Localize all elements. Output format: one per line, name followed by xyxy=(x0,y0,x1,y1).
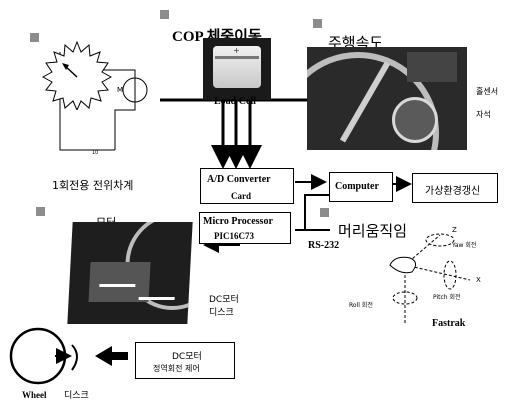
motor-control-line1: DC모터 xyxy=(172,349,202,362)
hall-sensor-label: 홀센서 xyxy=(476,86,498,97)
adc-box: A/D Converter Card xyxy=(200,168,294,204)
motor-control-box: DC모터 정역회전 제어 xyxy=(135,342,235,379)
yaw-label: Yaw 회전 xyxy=(452,240,476,249)
meter-mark: M xyxy=(117,86,123,94)
brand-mark: + xyxy=(233,46,240,55)
fastrak-label: Fastrak xyxy=(432,318,465,329)
potentiometer-label: 1회전용 전위차계 xyxy=(52,177,133,193)
rs232-label: RS-232 xyxy=(308,240,339,251)
head-title: 머리움직임 xyxy=(338,220,407,241)
wheel-disk-label: 디스크 xyxy=(64,388,89,401)
roll-label: Roll 회전 xyxy=(349,300,373,309)
wheel-drive-arrow xyxy=(95,346,128,366)
section-marker xyxy=(320,208,329,217)
section-marker xyxy=(30,33,39,42)
speed-photo xyxy=(307,47,467,150)
load-cell-photo: + xyxy=(203,38,271,100)
motor-control-line2: 정역회전 제어 xyxy=(153,363,200,374)
section-marker xyxy=(36,207,45,216)
pitch-label: Pitch 회전 xyxy=(433,292,461,301)
motor-disk-line2: 디스크 xyxy=(209,305,234,318)
adc-line1: A/D Converter xyxy=(207,174,271,185)
adc-line2: Card xyxy=(231,191,251,201)
computer-label: Computer xyxy=(335,181,379,192)
motor-disk-line1: DC모터 xyxy=(209,292,239,305)
load-cell-label: Load Cell xyxy=(214,96,256,107)
vr-box: 가상환경갱신 xyxy=(412,173,498,203)
section-marker xyxy=(313,19,322,28)
potentiometer-dial xyxy=(42,40,112,110)
x-axis-label: X xyxy=(476,276,481,284)
head-shape xyxy=(390,257,416,272)
tick-mark: 10 xyxy=(92,150,98,156)
micro-line1: Micro Processor xyxy=(203,216,273,227)
magnet-label: 자석 xyxy=(476,109,491,120)
micro-box: Micro Processor PIC16C73 xyxy=(199,212,291,244)
micro-line2: PIC16C73 xyxy=(214,231,254,241)
vr-label: 가상환경갱신 xyxy=(425,182,480,197)
z-axis-label: Z xyxy=(452,226,457,234)
section-marker xyxy=(160,10,169,19)
motor-disk-photo xyxy=(67,222,192,324)
computer-box: Computer xyxy=(329,172,393,202)
wheel-label: Wheel xyxy=(22,390,47,400)
